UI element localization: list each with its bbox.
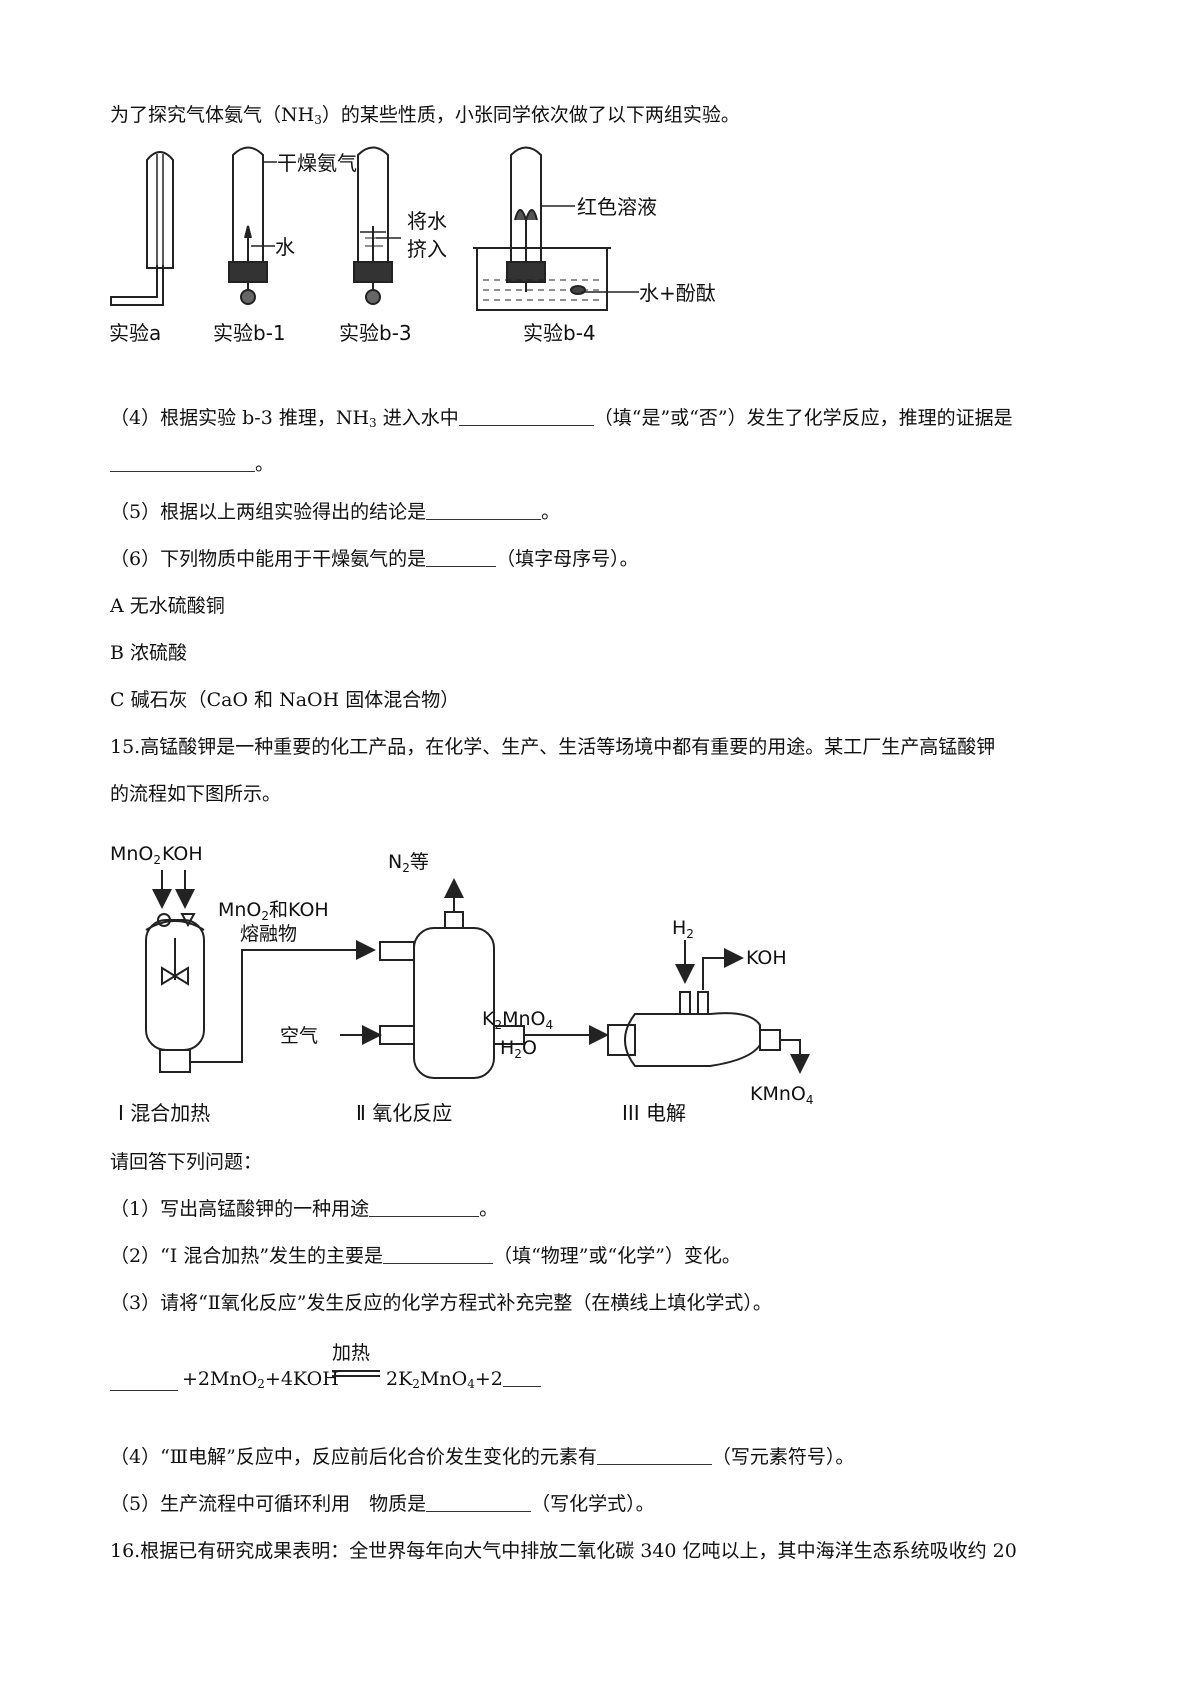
test-tube-b3 [357, 146, 389, 263]
label-water: 水 [275, 235, 295, 259]
sub-question-3: （3）请将“Ⅱ氧化反应”发生反应的化学方程式补充完整（在横线上填化学式）。 [110, 1292, 772, 1314]
sub-question-2: （2）“I 混合加热”发生的主要是（填“物理”或“化学”）变化。 [110, 1245, 741, 1267]
question-4-cont: 。 [110, 452, 274, 476]
label-stage-3: III 电解 [622, 1101, 686, 1125]
bent-tube [110, 265, 164, 306]
reaction-condition: 加热 [332, 1342, 371, 1364]
answer-blank[interactable] [110, 453, 255, 472]
label-red-solution: 红色溶液 [577, 195, 657, 219]
test-tube-a [146, 151, 174, 269]
label-squeeze-2: 挤入 [407, 237, 447, 261]
answer-blank[interactable] [596, 1446, 712, 1465]
sub-question-4: （4）“Ⅲ电解”反应中，反应前后化合价发生变化的元素有（写元素符号）。 [110, 1446, 855, 1468]
answer-blank[interactable] [458, 407, 594, 426]
label-k2mno4: K2MnO4 [482, 1008, 553, 1032]
answer-blank[interactable] [383, 1245, 494, 1264]
question-16-line1: 16.根据已有研究成果表明：全世界每年向大气中排放二氧化碳 340 亿吨以上，其… [110, 1540, 1017, 1562]
answer-blank[interactable] [426, 501, 542, 520]
label-koh: KOH [162, 843, 203, 865]
question-15-line2: 的流程如下图所示。 [110, 783, 282, 805]
answer-prompt: 请回答下列问题： [110, 1151, 263, 1173]
option-c: C 碱石灰（CaO 和 NaOH 固体混合物） [110, 689, 460, 711]
label-exp-b3: 实验b-3 [339, 321, 412, 345]
water-trough [476, 248, 608, 311]
label-stage-1: I 混合加热 [118, 1101, 210, 1125]
label-melt-2: 熔融物 [240, 923, 297, 945]
experiment-figure: 干燥氨气 水 将水 挤入 红色溶液 水+酚酞 实验a 实验b-1 实验b-3 实… [109, 146, 716, 345]
intro-text: 为了探究气体氨气（NH3）的某些性质，小张同学依次做了以下两组实验。 [110, 104, 740, 127]
test-tube-b1 [232, 146, 264, 263]
answer-blank[interactable] [426, 1493, 532, 1512]
label-koh-out: KOH [746, 947, 787, 969]
label-stage-2: Ⅱ 氧化反应 [356, 1101, 452, 1125]
question-15-line1: 15.高锰酸钾是一种重要的化工产品，在化学、生产、生活等场境中都有重要的用途。某… [110, 736, 996, 758]
test-tube-b4 [510, 146, 542, 263]
label-mno2: MnO2 [110, 843, 161, 867]
process-flow-figure: MnO2 KOH MnO2和KOH 熔融物 N2等 空气 K2MnO4 H2O … [110, 843, 814, 1125]
sub-question-1: （1）写出高锰酸钾的一种用途。 [110, 1198, 499, 1220]
oxidizer-vessel [413, 927, 495, 1079]
sub-question-5: （5）生产流程中可循环利用 物质是（写化学式）。 [110, 1493, 655, 1515]
option-a: A 无水硫酸铜 [110, 595, 225, 617]
label-exp-a: 实验a [109, 321, 161, 345]
label-exp-b4: 实验b-4 [523, 321, 596, 345]
label-dry-ammonia: 干燥氨气 [277, 151, 357, 175]
equation: +2MnO2+4KOH 加热 2K2MnO4+2 [110, 1338, 610, 1398]
pipe-to-oxidizer [190, 940, 376, 1063]
label-n2: N2等 [388, 851, 429, 875]
question-4: （4）根据实验 b-3 推理，NH3 进入水中（填“是”或“否”）发生了化学反应… [110, 407, 1013, 430]
answer-blank[interactable] [502, 1368, 541, 1387]
label-h2o: H2O [500, 1037, 537, 1061]
label-melt-1: MnO2和KOH [218, 899, 329, 923]
label-h2: H2 [672, 917, 694, 941]
label-water-phenol: 水+酚酞 [639, 281, 716, 305]
answer-blank[interactable] [426, 548, 497, 567]
label-exp-b1: 实验b-1 [213, 321, 286, 345]
option-b: B 浓硫酸 [110, 642, 188, 664]
answer-blank[interactable] [369, 1198, 480, 1217]
label-air: 空气 [280, 1025, 318, 1047]
label-squeeze-1: 将水 [407, 209, 447, 233]
question-5: （5）根据以上两组实验得出的结论是。 [110, 501, 561, 523]
question-6: （6）下列物质中能用于干燥氨气的是（填字母序号）。 [110, 548, 639, 570]
answer-blank[interactable] [110, 1372, 178, 1391]
electrolyzer-vessel [624, 1012, 761, 1067]
label-kmno4: KMnO4 [750, 1083, 814, 1107]
